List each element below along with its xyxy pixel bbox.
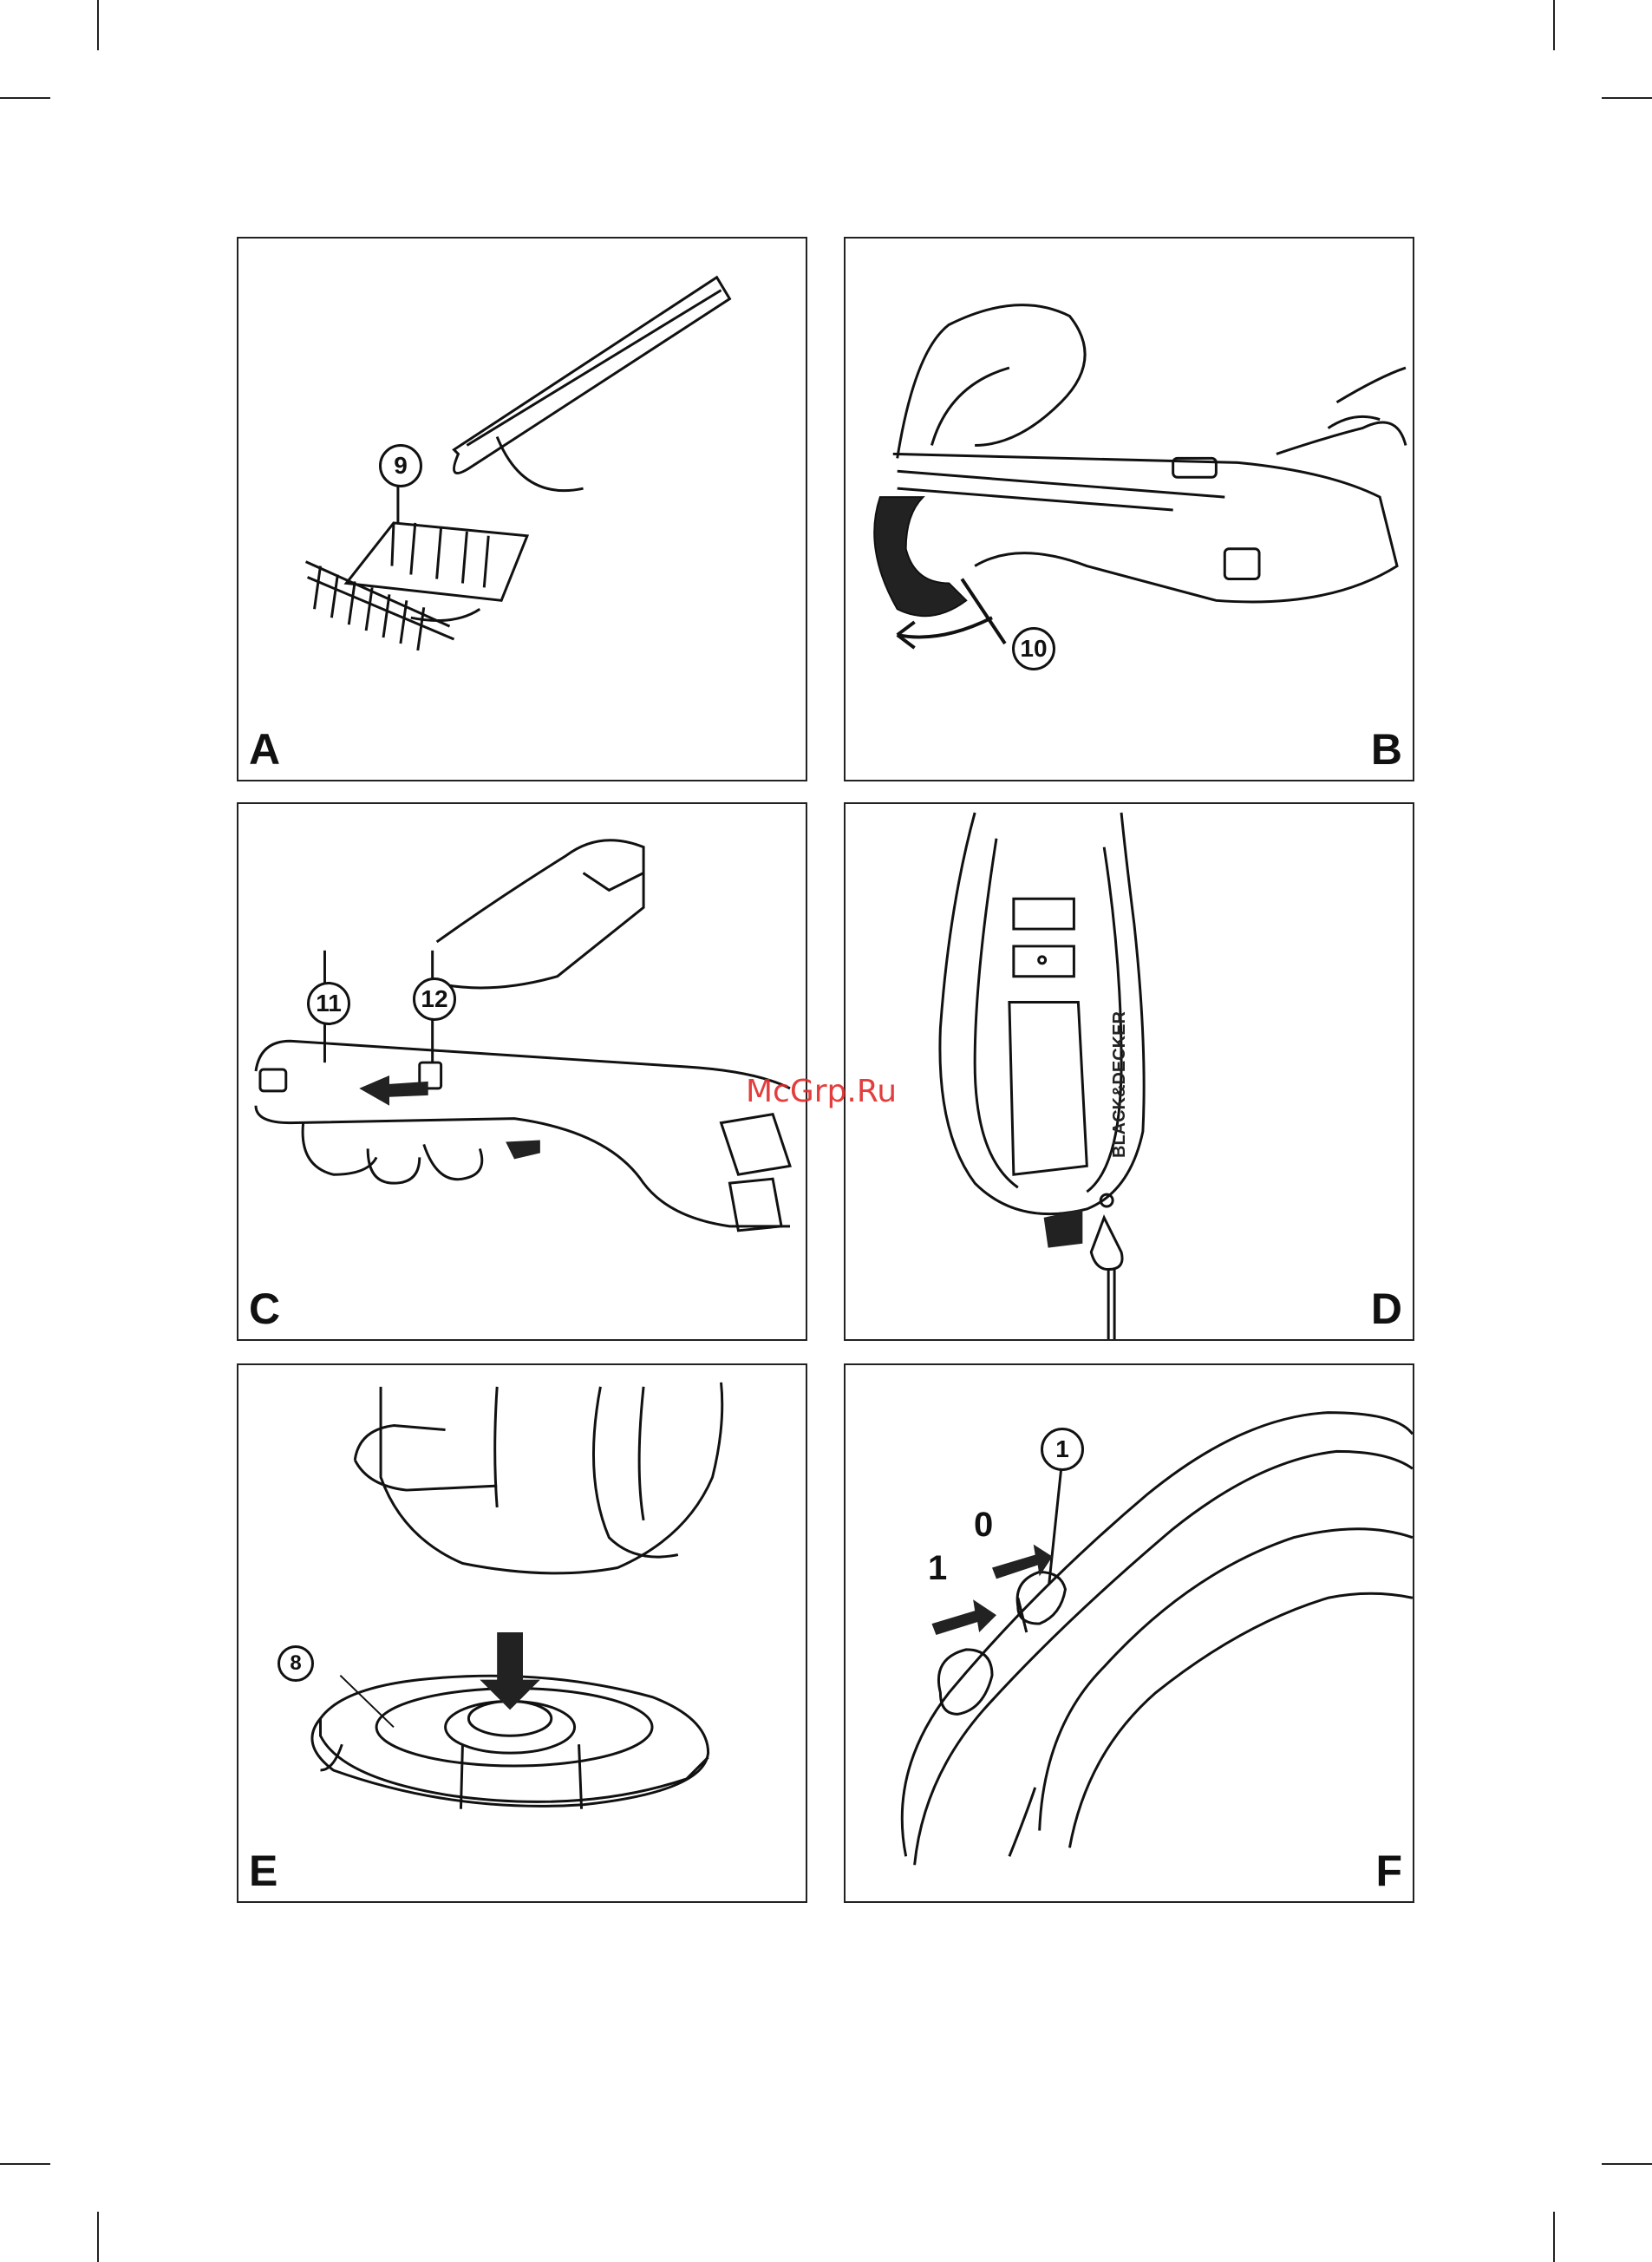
- crop-mark: [1602, 97, 1652, 99]
- brush-attach-illustration: [846, 239, 1413, 780]
- panel-letter-e: E: [249, 1849, 278, 1893]
- figure-panel-b: 10 B: [844, 237, 1414, 781]
- callout-10: 10: [1012, 627, 1055, 670]
- crop-mark: [0, 2163, 50, 2165]
- filter-release-illustration: [238, 804, 806, 1339]
- crop-mark: [1553, 0, 1555, 50]
- figure-panel-f: 1 0 1 F: [844, 1363, 1414, 1903]
- figure-panel-c: 11 12 C: [237, 802, 807, 1341]
- power-switch-illustration: [846, 1365, 1413, 1901]
- charging-base-illustration: [238, 1365, 806, 1901]
- panel-letter-f: F: [1375, 1849, 1402, 1893]
- callout-9: 9: [379, 444, 422, 487]
- crop-mark: [1602, 2163, 1652, 2165]
- panel-letter-b: B: [1371, 728, 1402, 771]
- figure-panel-d: BLACK&DECKER D: [844, 802, 1414, 1341]
- callout-1: 1: [1041, 1428, 1084, 1471]
- callout-11: 11: [307, 982, 350, 1025]
- brand-logo-text: BLACK&DECKER: [1110, 1011, 1130, 1158]
- crevice-tool-illustration: [238, 239, 806, 780]
- figure-panel-a: 9 A: [237, 237, 807, 781]
- crop-mark: [97, 0, 99, 50]
- figure-panel-e: 8 E: [237, 1363, 807, 1903]
- callout-12: 12: [413, 977, 456, 1021]
- panel-letter-a: A: [249, 728, 280, 771]
- crop-mark: [97, 2212, 99, 2262]
- switch-position-1: 1: [928, 1549, 947, 1588]
- callout-8: 8: [278, 1645, 314, 1682]
- switch-position-0: 0: [974, 1506, 993, 1545]
- panel-letter-c: C: [249, 1287, 280, 1330]
- watermark: McGrp.Ru: [746, 1074, 897, 1109]
- crop-mark: [1553, 2212, 1555, 2262]
- crop-mark: [0, 97, 50, 99]
- panel-letter-d: D: [1371, 1287, 1402, 1330]
